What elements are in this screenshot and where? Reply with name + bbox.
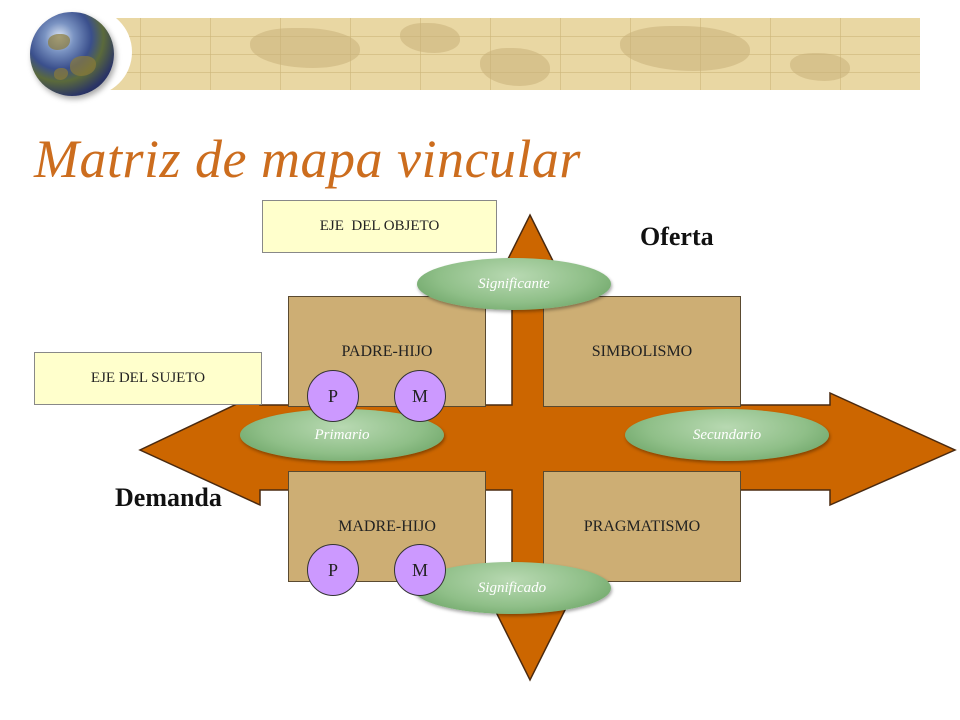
quadrant-label: PADRE-HIJO <box>341 343 433 360</box>
quadrant-label: PRAGMATISMO <box>583 518 701 535</box>
header-band <box>100 18 920 90</box>
label-oferta: Oferta <box>640 222 714 251</box>
globe-icon <box>30 12 114 96</box>
circle-m-bottom: M <box>394 544 446 596</box>
page-title: Matriz de mapa vincular <box>34 129 581 189</box>
label-eje-sujeto: EJE DEL SUJETO <box>34 352 262 405</box>
quadrant-label: SIMBOLISMO <box>591 343 693 360</box>
cross-shape <box>138 213 957 682</box>
label-demanda: Demanda <box>115 483 222 512</box>
quadrant-label: MADRE-HIJO <box>338 518 436 535</box>
ellipse-significado: Significado <box>413 562 611 614</box>
label-eje-objeto: EJE DEL OBJETO <box>262 200 497 253</box>
quadrant-simbolismo: SIMBOLISMO <box>543 296 741 407</box>
quadrant-pragmatismo: PRAGMATISMO <box>543 471 741 582</box>
ellipse-secundario: Secundario <box>625 409 829 461</box>
circle-p-bottom: P <box>307 544 359 596</box>
circle-m-top: M <box>394 370 446 422</box>
circle-p-top: P <box>307 370 359 422</box>
ellipse-significante: Significante <box>417 258 611 310</box>
